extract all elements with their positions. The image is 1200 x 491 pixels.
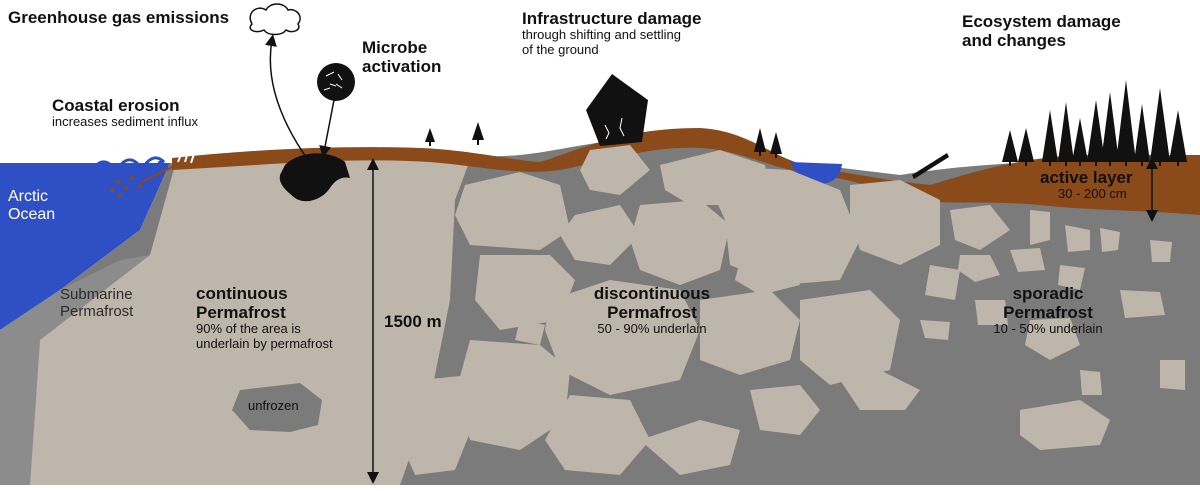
arctic-line1: Arctic bbox=[8, 188, 48, 205]
continuous-label: continuous Permafrost 90% of the area is… bbox=[196, 284, 333, 351]
ecosystem-line1: Ecosystem damage bbox=[962, 12, 1121, 31]
active-layer-sub: 30 - 200 cm bbox=[1058, 186, 1127, 202]
permafrost-islands bbox=[400, 145, 1185, 475]
microbe-arrow bbox=[319, 99, 335, 158]
house-icon bbox=[586, 74, 648, 146]
erosion-marks bbox=[177, 151, 195, 164]
ecosystem-line2: and changes bbox=[962, 31, 1066, 51]
submarine-shelf bbox=[0, 255, 150, 485]
active-layer-band bbox=[172, 128, 1200, 215]
active-layer-title: active layer bbox=[1040, 168, 1133, 187]
microbe-icon bbox=[317, 63, 355, 101]
wave-icon bbox=[90, 156, 166, 173]
continuous-permafrost bbox=[30, 156, 470, 485]
active-layer-label: active layer 30 - 200 cm bbox=[1040, 168, 1133, 202]
microbe-label: Microbe activation bbox=[362, 38, 441, 76]
coastal-title: Coastal erosion bbox=[52, 96, 180, 115]
submarine-line1: Submarine bbox=[60, 286, 133, 303]
continuous-sub-2: underlain by permafrost bbox=[196, 335, 333, 351]
cloud-icon bbox=[249, 3, 301, 36]
sporadic-label: sporadic Permafrost 10 - 50% underlain bbox=[978, 284, 1118, 337]
arctic-line2: Ocean bbox=[8, 205, 56, 223]
coastal-sub: increases sediment influx bbox=[52, 114, 198, 130]
submarine-line2: Permafrost bbox=[60, 302, 134, 320]
sporadic-line2: Permafrost bbox=[1003, 303, 1093, 323]
continuous-line1: continuous bbox=[196, 284, 288, 303]
carcass-icon bbox=[279, 153, 350, 202]
tree-icon bbox=[425, 80, 1187, 179]
sediment-dots bbox=[110, 176, 142, 197]
sporadic-line1: sporadic bbox=[1012, 284, 1084, 303]
discontinuous-line2: Permafrost bbox=[607, 303, 697, 323]
unfrozen-label: unfrozen bbox=[248, 398, 299, 413]
discontinuous-line1: discontinuous bbox=[593, 284, 711, 303]
microbe-label-line1: Microbe bbox=[362, 38, 428, 57]
coastal-erosion-label: Coastal erosion increases sediment influ… bbox=[52, 96, 198, 130]
infrastructure-sub-2: of the ground bbox=[522, 41, 599, 57]
discontinuous-sub: 50 - 90% underlain bbox=[597, 321, 707, 337]
infrastructure-title: Infrastructure damage bbox=[522, 9, 702, 28]
greenhouse-label: Greenhouse gas emissions bbox=[8, 8, 230, 27]
continuous-line2: Permafrost bbox=[196, 303, 286, 323]
depth-label: 1500 m bbox=[384, 312, 442, 331]
sporadic-sub: 10 - 50% underlain bbox=[993, 321, 1103, 337]
arctic-ocean-label: Arctic Ocean bbox=[8, 188, 55, 224]
continuous-sub-1: 90% of the area is bbox=[196, 321, 301, 337]
cloud-arrow bbox=[265, 34, 309, 161]
ecosystem-label: Ecosystem damage and changes bbox=[962, 12, 1121, 50]
infrastructure-sub-1: through shifting and settling bbox=[522, 27, 681, 43]
microbe-label-line2: activation bbox=[362, 57, 442, 77]
infrastructure-label: Infrastructure damage through shifting a… bbox=[522, 9, 702, 57]
arctic-ocean bbox=[0, 163, 170, 330]
discontinuous-label: discontinuous Permafrost 50 - 90% underl… bbox=[586, 284, 718, 337]
submarine-permafrost-label: Submarine Permafrost bbox=[60, 286, 134, 321]
erosion-arrow bbox=[141, 163, 179, 183]
unfrozen-pocket bbox=[232, 383, 322, 432]
